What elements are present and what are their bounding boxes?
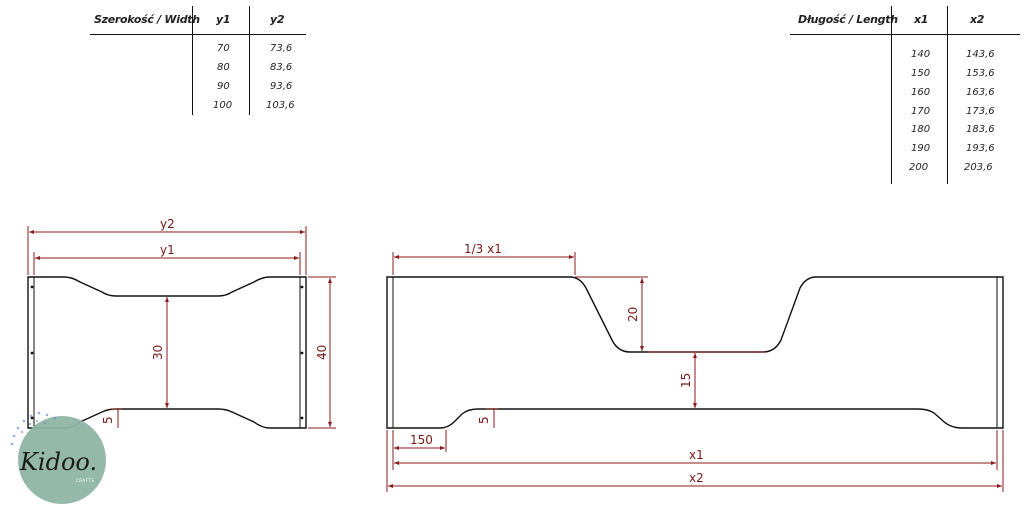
label-y2: y2 bbox=[160, 217, 175, 231]
length-row-4-x2: 173,6 bbox=[966, 106, 995, 117]
width-row-3-y2: 93,6 bbox=[270, 81, 293, 92]
side-view: y2 y1 30 40 5 bbox=[27, 217, 336, 429]
label-y1: y1 bbox=[160, 243, 175, 257]
width-row-4-y1: 100 bbox=[213, 100, 233, 111]
length-x2-header: x2 bbox=[970, 13, 985, 26]
label-x1: x1 bbox=[689, 448, 704, 462]
width-header: Szerokość / Width bbox=[94, 13, 200, 26]
width-header-rule bbox=[90, 34, 306, 35]
label-third: 1/3 x1 bbox=[464, 242, 502, 256]
length-row-7-x1: 200 bbox=[909, 162, 929, 173]
length-col-divider-2 bbox=[947, 6, 948, 184]
side-view-outline bbox=[27, 276, 307, 429]
length-x1-header: x1 bbox=[914, 13, 929, 26]
front-view: 1/3 x1 20 15 5 150 x1 x2 bbox=[386, 242, 1004, 492]
width-row-2-y2: 83,6 bbox=[270, 62, 293, 73]
width-col-divider-2 bbox=[249, 6, 250, 115]
width-row-2-y1: 80 bbox=[217, 62, 230, 73]
screw-marks bbox=[30, 285, 304, 420]
width-row-4-y2: 103,6 bbox=[266, 100, 295, 111]
logo-text: Kidoo. bbox=[20, 448, 98, 476]
width-row-3-y1: 90 bbox=[217, 81, 230, 92]
width-y2-header: y2 bbox=[270, 13, 285, 26]
length-row-1-x1: 140 bbox=[911, 49, 931, 60]
length-row-5-x2: 183,6 bbox=[966, 124, 995, 135]
length-row-3-x1: 160 bbox=[911, 87, 931, 98]
width-table: Szerokość / Width y1 y2 70 73,6 80 83,6 … bbox=[0, 0, 320, 120]
label-150: 150 bbox=[410, 433, 433, 447]
width-row-1-y2: 73,6 bbox=[270, 43, 293, 54]
width-col-divider-1 bbox=[192, 6, 193, 115]
length-table: Długość / Length x1 x2 140 143,6 150 153… bbox=[780, 0, 1030, 190]
kidoo-logo bbox=[10, 411, 106, 504]
label-15: 15 bbox=[679, 373, 693, 388]
logo-subtext: CRAFTS bbox=[76, 478, 95, 483]
length-row-2-x2: 153,6 bbox=[966, 68, 995, 79]
label-30: 30 bbox=[151, 345, 165, 360]
length-row-4-x1: 170 bbox=[911, 106, 931, 117]
length-row-2-x1: 150 bbox=[911, 68, 931, 79]
length-col-divider-1 bbox=[891, 6, 892, 184]
width-y1-header: y1 bbox=[216, 13, 231, 26]
label-x2: x2 bbox=[689, 471, 704, 485]
label-20: 20 bbox=[626, 307, 640, 322]
length-row-6-x2: 193,6 bbox=[966, 143, 995, 154]
length-header: Długość / Length bbox=[798, 13, 898, 26]
front-view-outline bbox=[386, 276, 1004, 429]
width-row-1-y1: 70 bbox=[217, 43, 230, 54]
length-row-5-x1: 180 bbox=[911, 124, 931, 135]
length-header-rule bbox=[790, 34, 1020, 35]
label-5-front: 5 bbox=[477, 416, 491, 424]
length-row-6-x1: 190 bbox=[911, 143, 931, 154]
label-40: 40 bbox=[315, 345, 329, 360]
length-row-3-x2: 163,6 bbox=[966, 87, 995, 98]
label-5-side: 5 bbox=[101, 416, 115, 424]
length-row-7-x2: 203,6 bbox=[964, 162, 993, 173]
length-row-1-x2: 143,6 bbox=[966, 49, 995, 60]
